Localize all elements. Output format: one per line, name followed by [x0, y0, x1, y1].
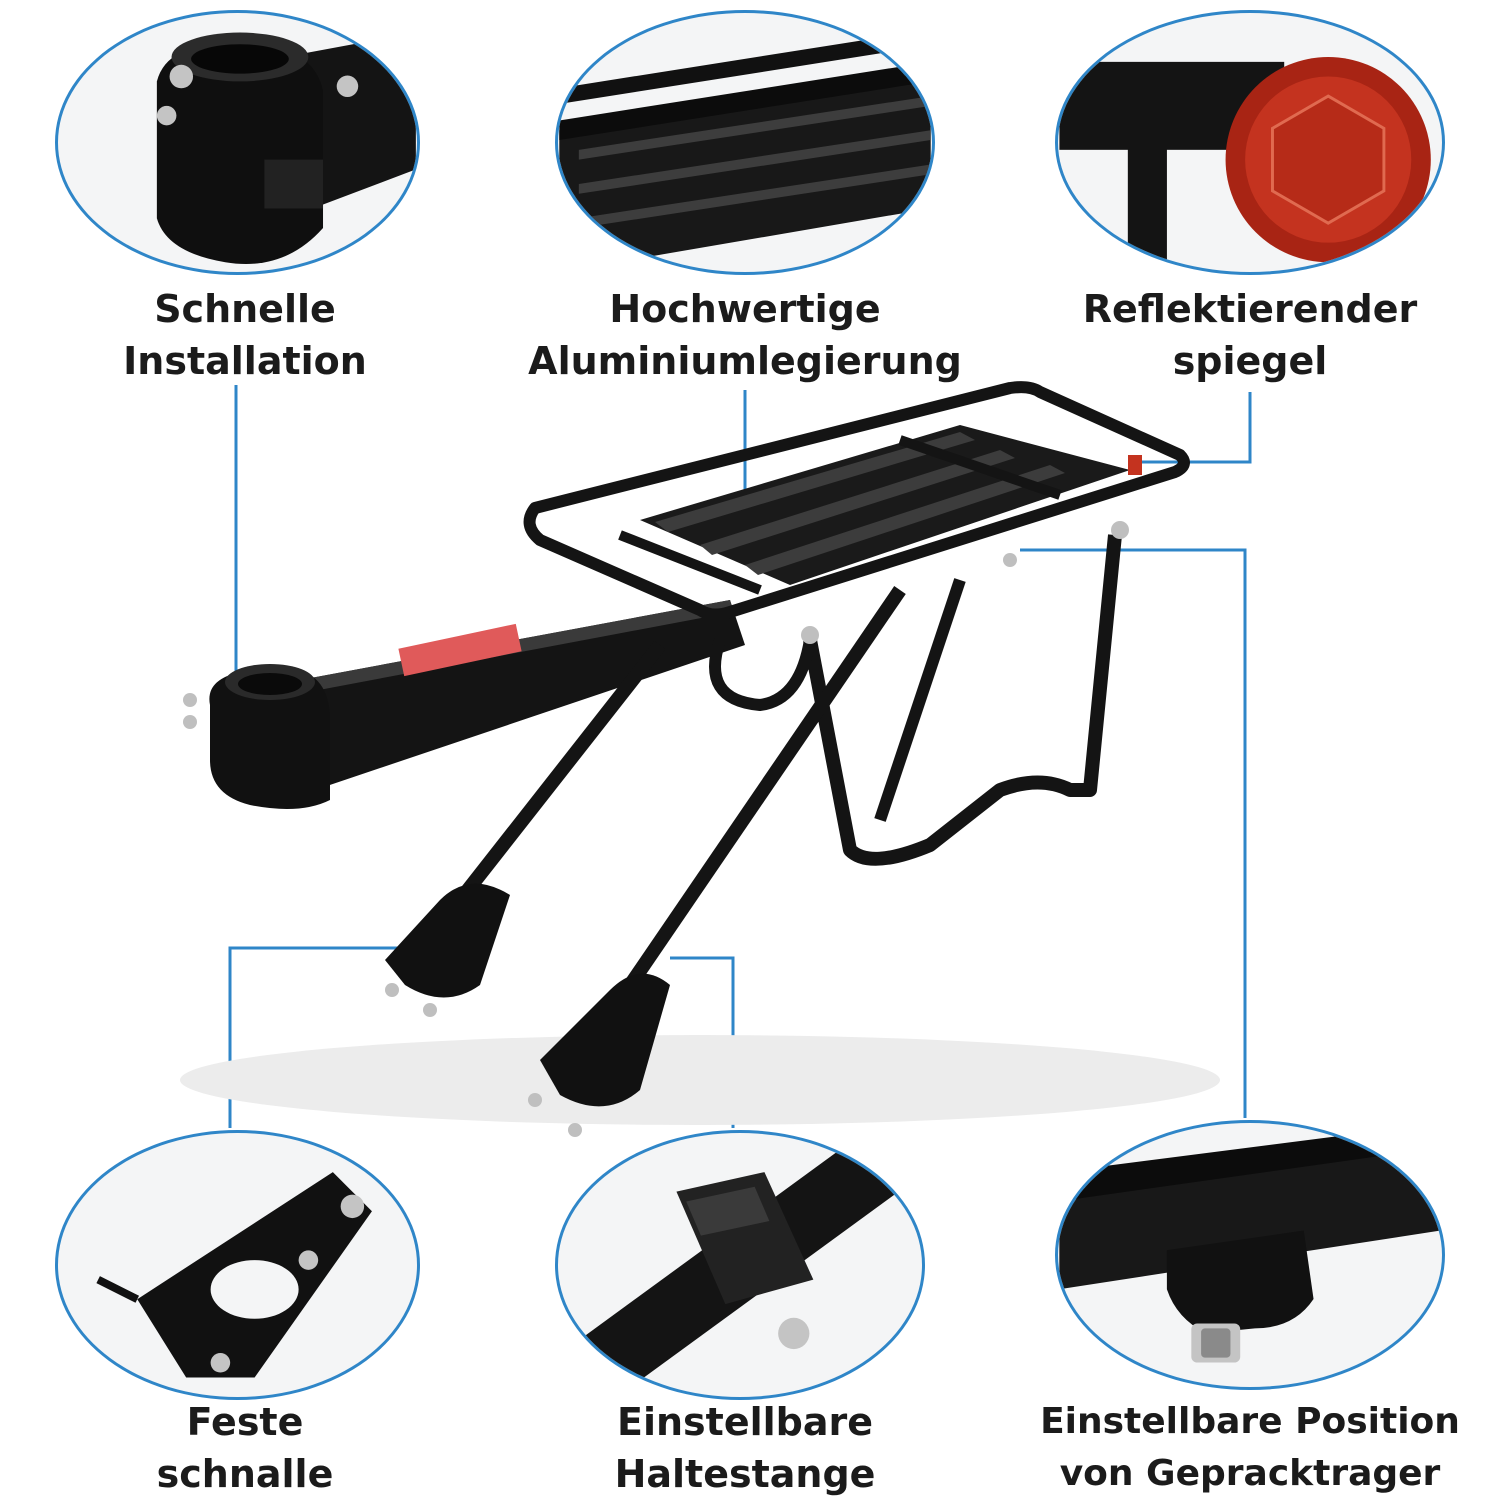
label-adjustable-rod-line1: Einstellbare	[617, 1400, 873, 1444]
label-carrier-position-line2: von Gepracktrager	[1059, 1453, 1441, 1494]
label-reflector-line1: Reflektierender	[1082, 287, 1418, 331]
seatpost-clamp-icon	[156, 32, 416, 265]
leader-line-carrier-position	[1020, 548, 1247, 1118]
leader-line-reflector	[1140, 392, 1252, 464]
adjustable-strut-icon	[558, 1133, 922, 1397]
label-adjustable-rod-line2: Haltestange	[614, 1452, 876, 1496]
callout-circle-carrier-position	[1055, 1120, 1445, 1390]
callout-circle-reflector	[1055, 10, 1445, 275]
callout-circle-adjustable-rod	[555, 1130, 925, 1400]
label-quick-install-line1: Schnelle	[154, 287, 336, 331]
callout-circle-quick-install	[55, 10, 420, 275]
label-fixed-buckle: Feste schnalle	[95, 1396, 395, 1500]
label-aluminium-alloy: Hochwertige Aluminiumlegierung	[520, 283, 970, 387]
label-carrier-position: Einstellbare Position von Gepracktrager	[1010, 1396, 1490, 1500]
label-reflector: Reflektierender spiegel	[1060, 283, 1440, 387]
label-quick-install-line2: Installation	[123, 339, 367, 383]
label-aluminium-alloy-line1: Hochwertige	[609, 287, 881, 331]
label-quick-install: Schnelle Installation	[95, 283, 395, 387]
callout-circle-fixed-buckle	[55, 1130, 420, 1400]
mounting-buckle-icon	[96, 1172, 372, 1378]
red-reflector-icon	[1059, 56, 1431, 272]
callout-circle-aluminium-alloy	[555, 10, 935, 275]
reflector-tab	[1128, 455, 1142, 475]
carrier-bolt-icon	[1059, 1123, 1441, 1363]
label-reflector-line2: spiegel	[1172, 339, 1328, 383]
label-fixed-buckle-line2: schnalle	[156, 1452, 334, 1496]
warning-label	[398, 623, 522, 677]
label-adjustable-rod: Einstellbare Haltestange	[570, 1396, 920, 1500]
label-fixed-buckle-line1: Feste	[186, 1400, 304, 1444]
bike-rack	[183, 381, 1190, 1137]
rack-platform-icon	[558, 29, 932, 272]
rack-shadow	[180, 1035, 1220, 1125]
label-carrier-position-line1: Einstellbare Position	[1040, 1401, 1460, 1442]
label-aluminium-alloy-line2: Aluminiumlegierung	[528, 339, 962, 383]
